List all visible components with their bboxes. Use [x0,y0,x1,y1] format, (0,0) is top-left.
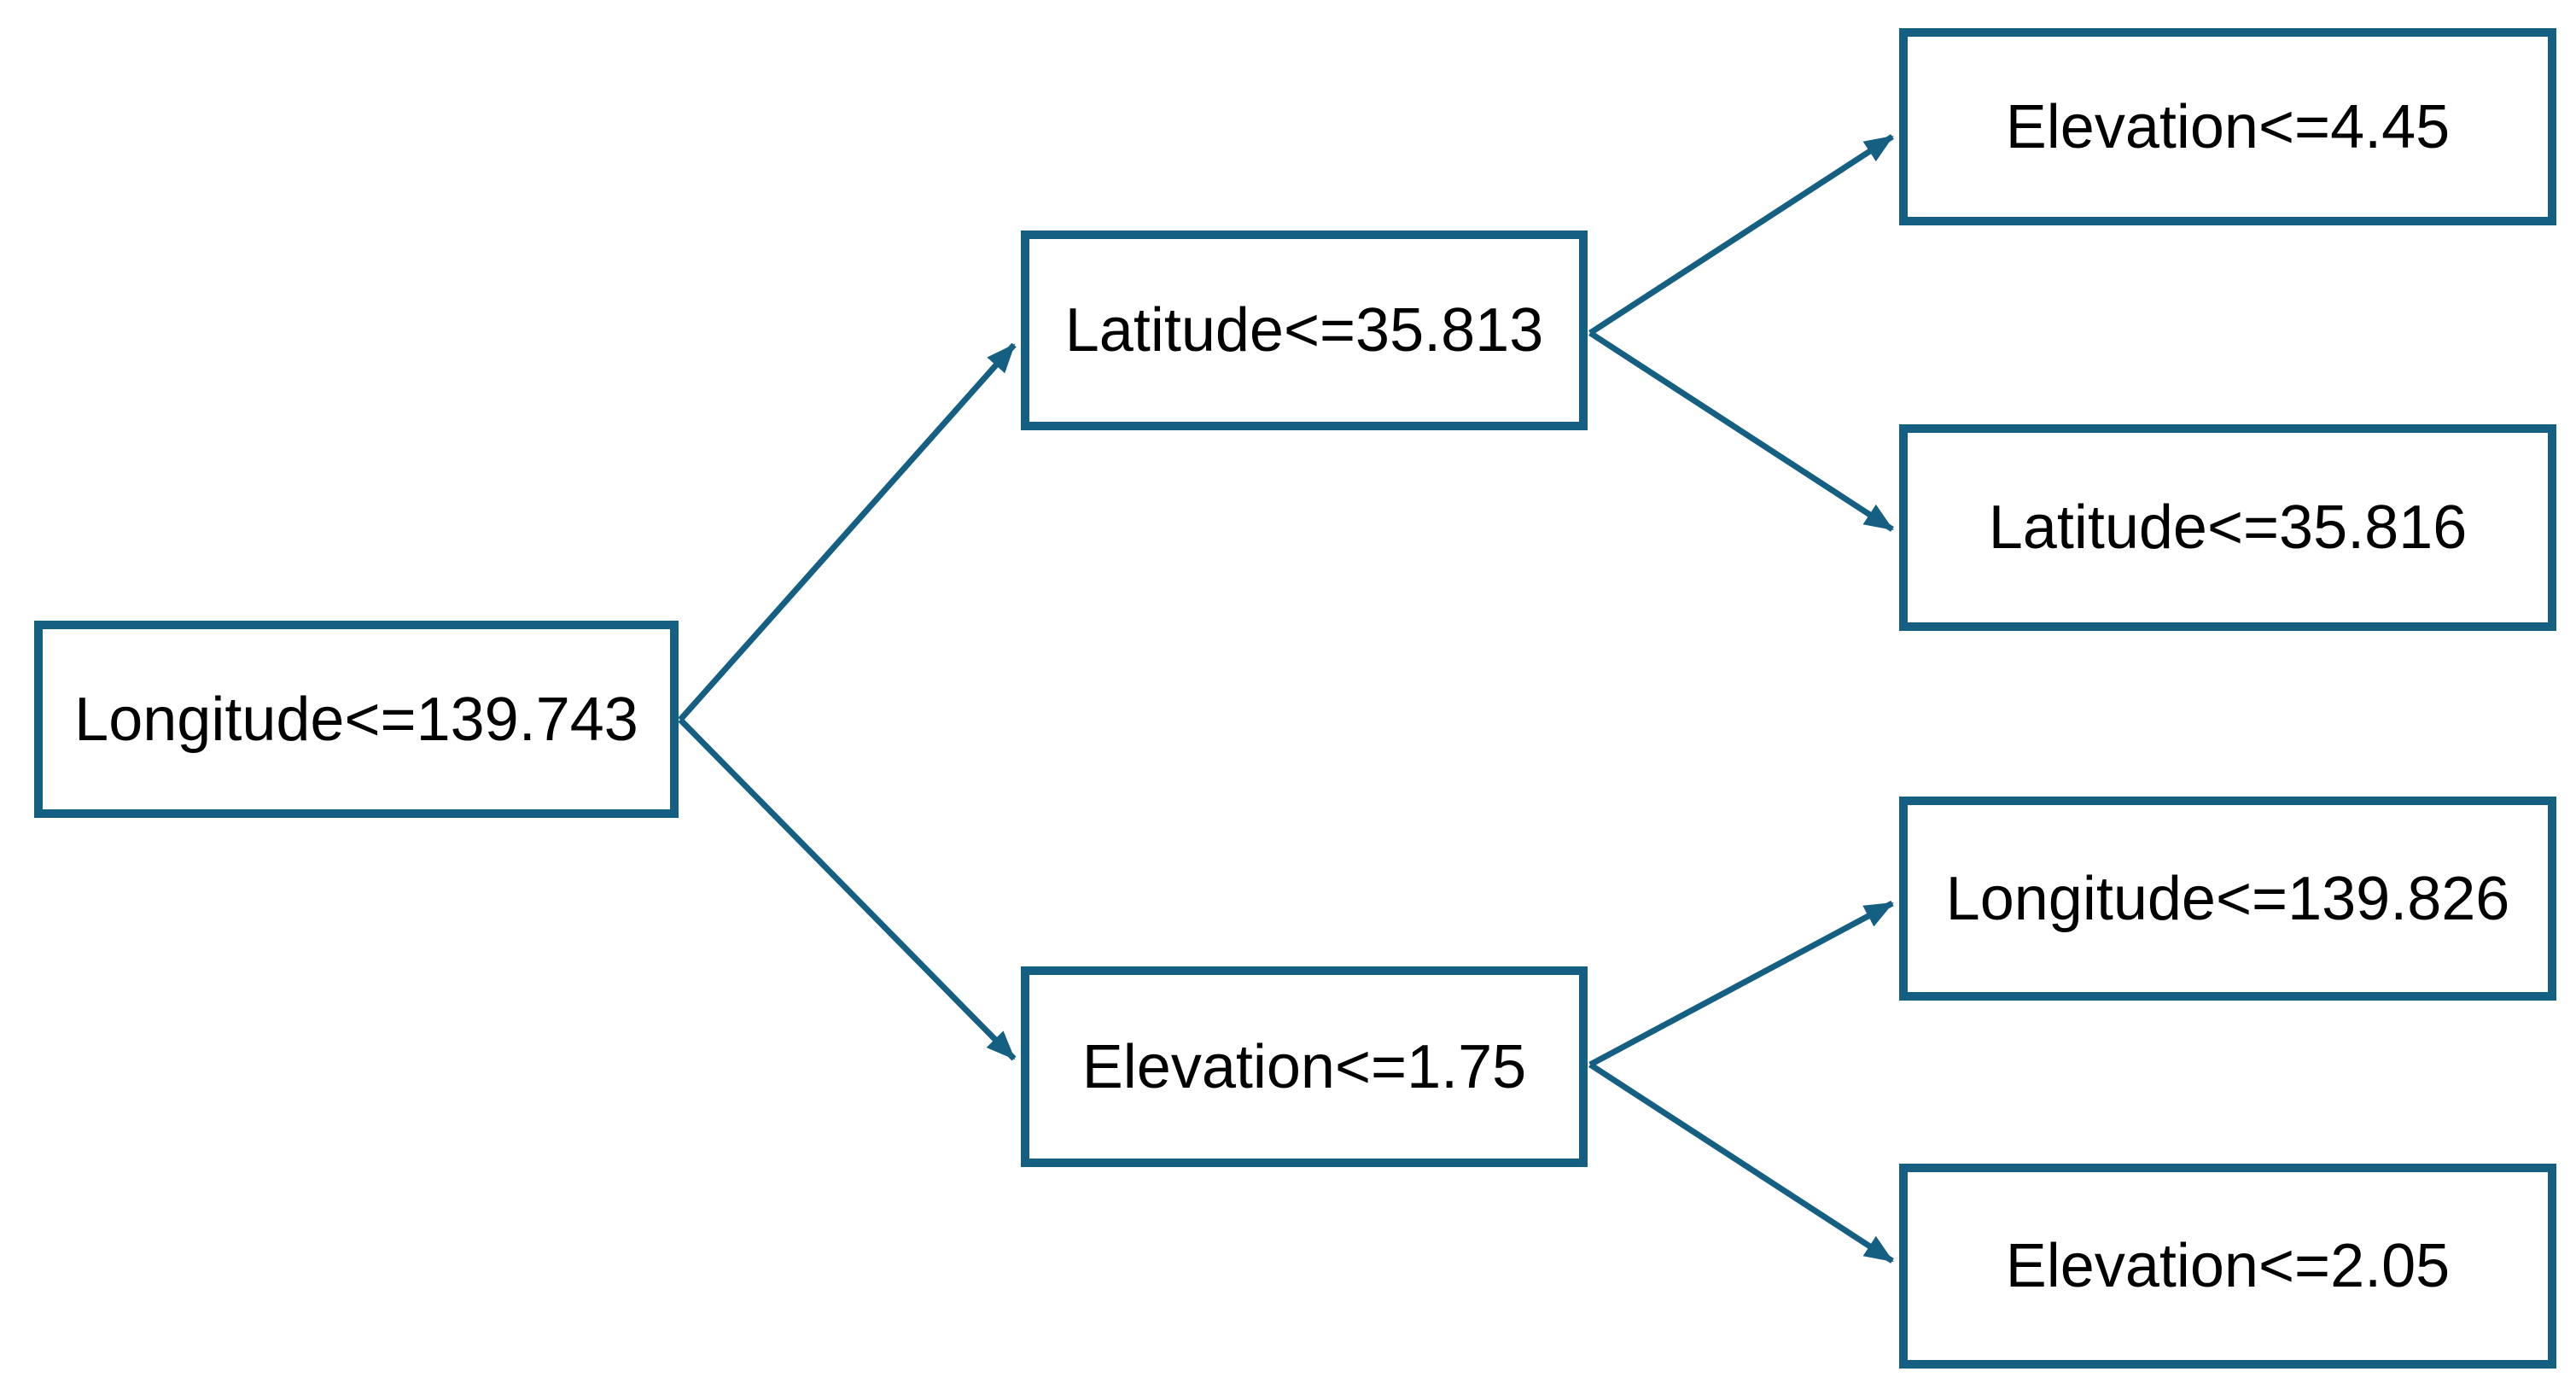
tree-node-label: Longitude<=139.743 [74,685,638,754]
tree-node-label: Longitude<=139.826 [1945,864,2510,933]
edge-latitude-branch-to-elevation-leaf-1 [1588,134,1894,336]
tree-node-label: Elevation<=4.45 [2005,92,2451,161]
tree-node-label: Elevation<=2.05 [2005,1232,2451,1300]
tree-node-latitude-leaf: Latitude<=35.816 [1899,424,2556,631]
edge-elevation-branch-to-elevation-leaf-2 [1588,1062,1894,1264]
tree-node-longitude-leaf: Longitude<=139.826 [1899,797,2556,1001]
tree-node-elevation-leaf-2: Elevation<=2.05 [1899,1164,2556,1369]
edge-latitude-branch-to-latitude-leaf [1588,330,1894,532]
tree-node-label: Latitude<=35.813 [1064,296,1544,365]
tree-node-longitude-root: Longitude<=139.743 [34,621,679,818]
tree-node-label: Latitude<=35.816 [1988,493,2468,562]
tree-node-latitude-branch: Latitude<=35.813 [1021,231,1588,430]
edge-elevation-branch-to-longitude-leaf [1588,900,1894,1068]
tree-node-elevation-leaf-1: Elevation<=4.45 [1899,28,2556,225]
tree-node-label: Elevation<=1.75 [1081,1032,1527,1101]
edge-root-to-latitude-branch [678,342,1017,722]
edge-root-to-elevation-branch [678,717,1017,1061]
tree-node-elevation-branch: Elevation<=1.75 [1021,966,1588,1167]
